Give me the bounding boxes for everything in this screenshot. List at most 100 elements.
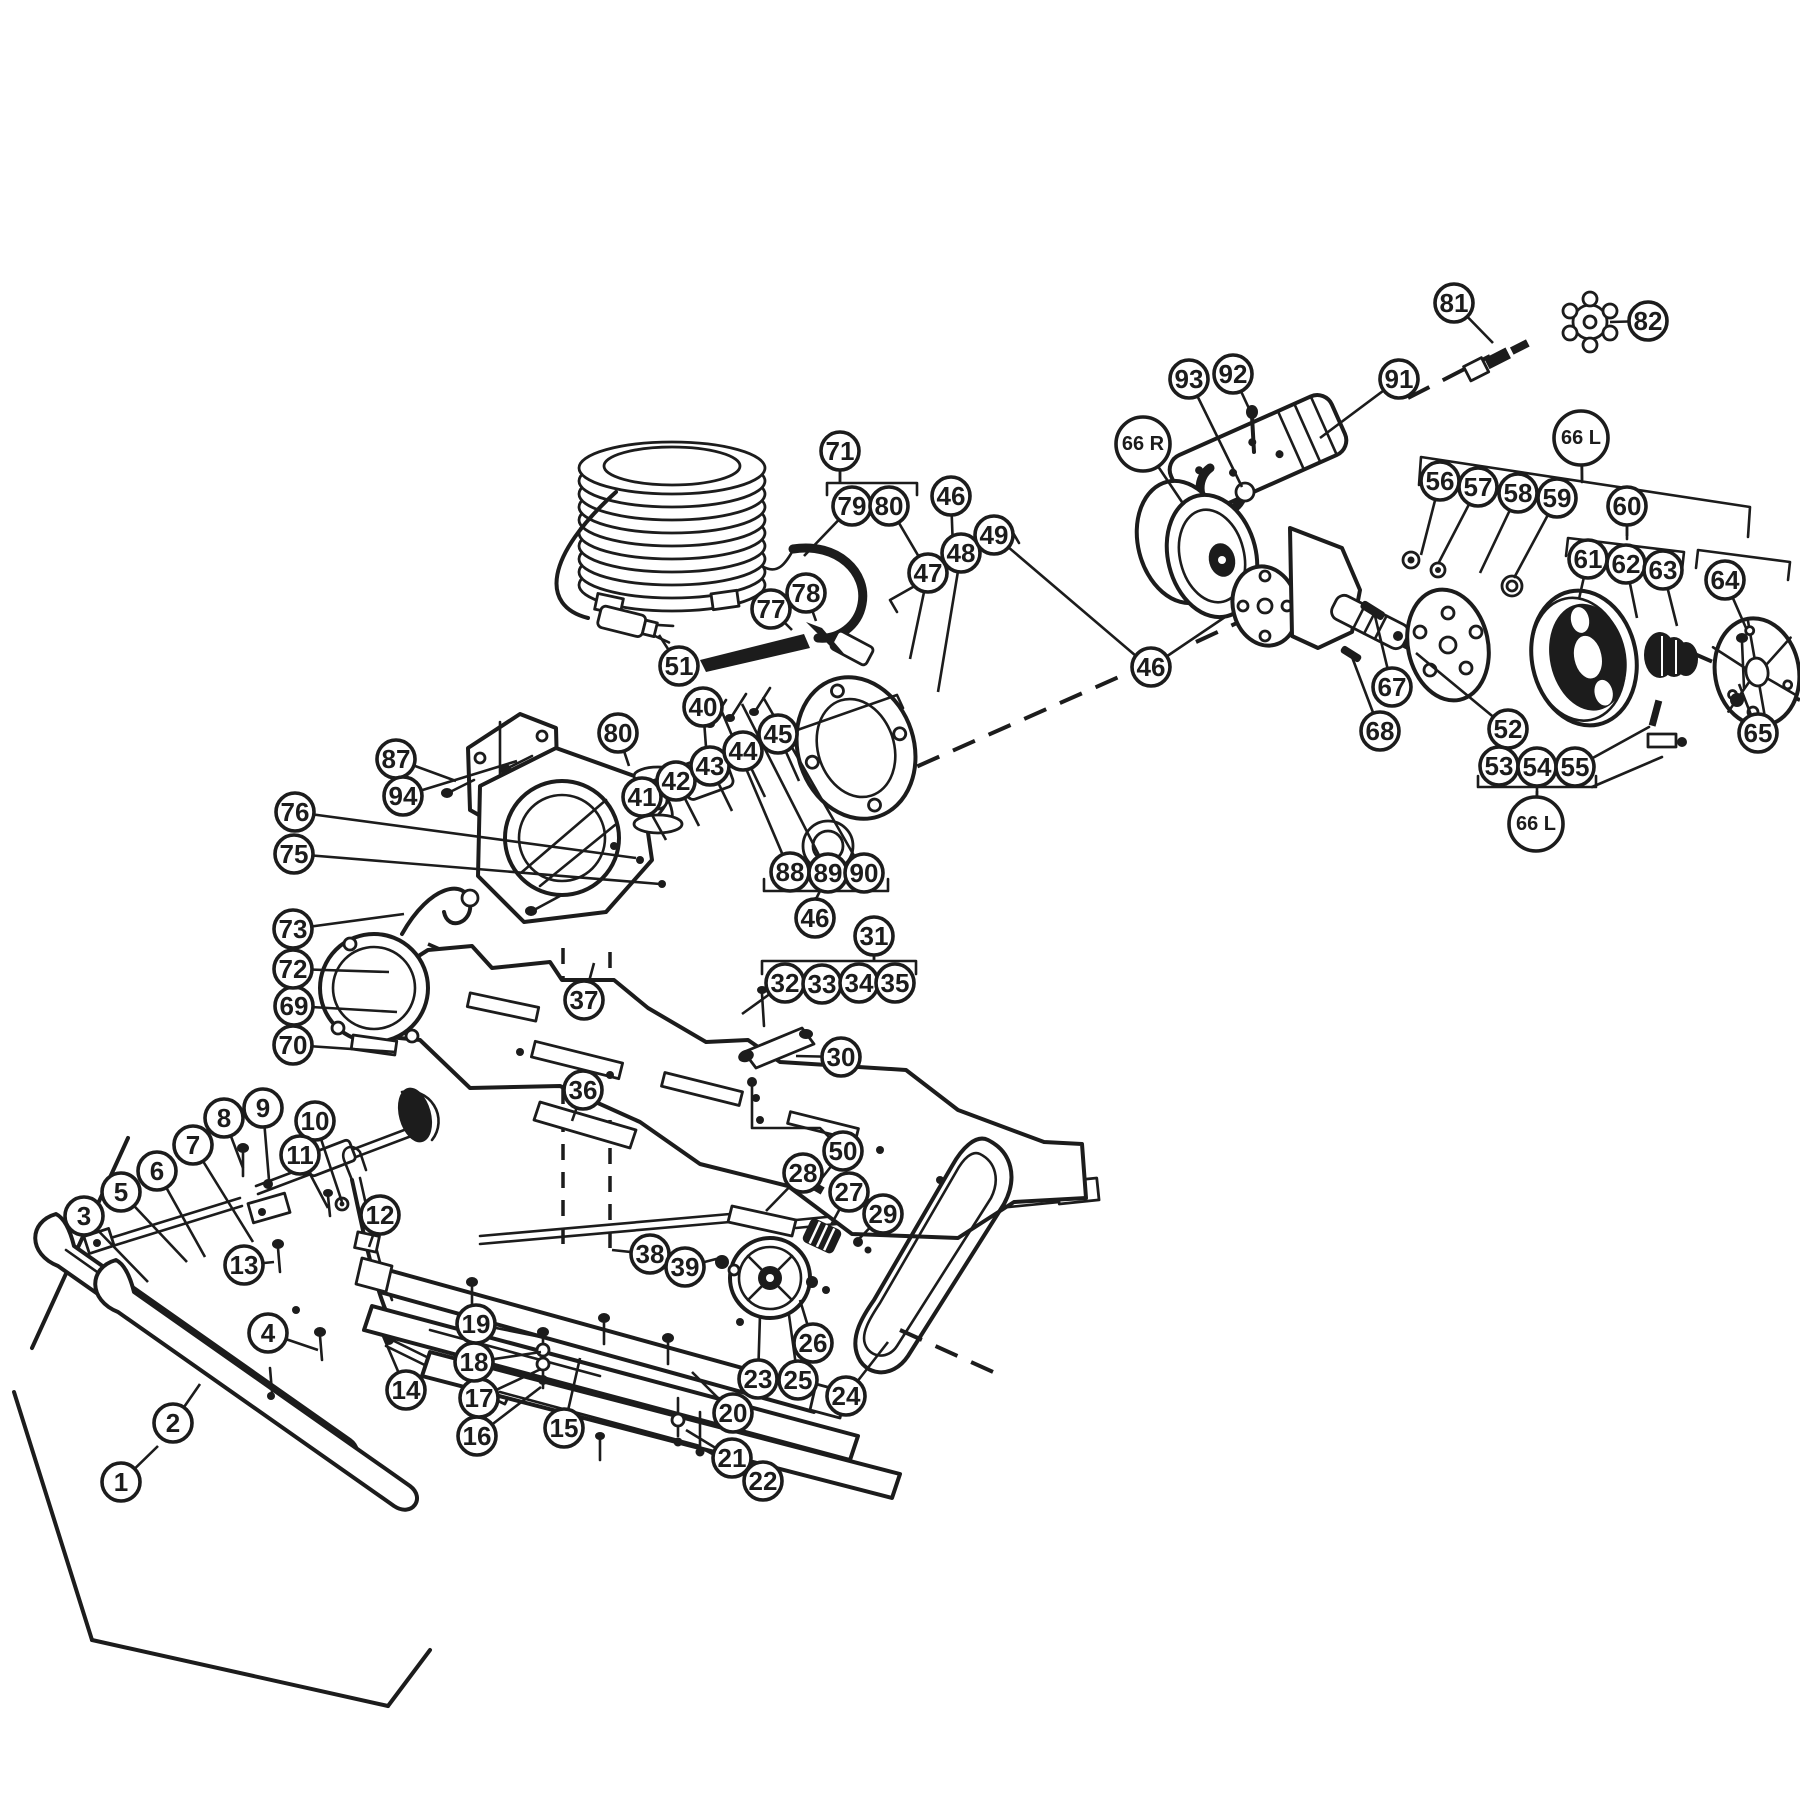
hub-66r [1134, 478, 1432, 665]
callout-93: 93 [1168, 358, 1210, 400]
svg-text:49: 49 [980, 520, 1009, 550]
svg-text:7: 7 [186, 1130, 200, 1160]
callout-53: 53 [1478, 745, 1520, 787]
callout-91: 91 [1378, 358, 1420, 400]
power-cord-coil [554, 440, 794, 644]
callout-82: 82 [1627, 300, 1669, 342]
svg-text:47: 47 [914, 558, 943, 588]
callout-1: 1 [100, 1461, 142, 1503]
svg-text:38: 38 [636, 1239, 665, 1269]
callout-28: 28 [782, 1152, 824, 1194]
svg-text:28: 28 [789, 1158, 818, 1188]
svg-text:37: 37 [570, 985, 599, 1015]
plate-bolts [466, 1277, 705, 1462]
svg-text:12: 12 [366, 1200, 395, 1230]
svg-text:32: 32 [771, 968, 800, 998]
svg-text:82: 82 [1634, 306, 1663, 336]
callout-69: 69 [273, 985, 315, 1027]
svg-text:65: 65 [1744, 718, 1773, 748]
svg-text:56: 56 [1426, 466, 1455, 496]
svg-text:60: 60 [1613, 491, 1642, 521]
callout-58: 58 [1497, 472, 1539, 514]
svg-text:76: 76 [281, 797, 310, 827]
svg-text:45: 45 [764, 719, 793, 749]
drive-belt [853, 1136, 1014, 1375]
callout-65: 65 [1737, 712, 1779, 754]
callout-12: 12 [359, 1194, 401, 1236]
svg-text:16: 16 [463, 1421, 492, 1451]
callout-44: 44 [722, 730, 764, 772]
svg-text:14: 14 [392, 1375, 421, 1405]
hub-66l-exploded [1401, 550, 1800, 749]
svg-text:10: 10 [301, 1106, 330, 1136]
callout-63: 63 [1642, 549, 1684, 591]
callout-57: 57 [1457, 466, 1499, 508]
svg-text:66 L: 66 L [1561, 427, 1601, 449]
svg-text:18: 18 [460, 1347, 489, 1377]
callout-66l: 66 L [1552, 409, 1610, 467]
callout-61: 61 [1567, 538, 1609, 580]
svg-text:20: 20 [719, 1398, 748, 1428]
svg-text:62: 62 [1612, 549, 1641, 579]
callout-31: 31 [853, 915, 895, 957]
callout-76-leader [294, 810, 637, 860]
axle-key-parts [1646, 633, 1760, 749]
svg-text:4: 4 [261, 1318, 276, 1348]
svg-text:3: 3 [77, 1201, 91, 1231]
callout-51: 51 [658, 645, 700, 687]
callout-48: 48 [940, 532, 982, 574]
callout-50: 50 [822, 1130, 864, 1172]
gear-cover [794, 675, 918, 821]
callout-49-leader [993, 534, 1137, 657]
svg-text:31: 31 [860, 921, 889, 951]
callout-75: 75 [273, 833, 315, 875]
svg-text:87: 87 [382, 744, 411, 774]
callout-45: 45 [757, 713, 799, 755]
svg-text:46: 46 [1137, 652, 1166, 682]
svg-text:29: 29 [869, 1199, 898, 1229]
svg-text:27: 27 [835, 1177, 864, 1207]
svg-text:19: 19 [462, 1309, 491, 1339]
svg-text:71: 71 [826, 436, 855, 466]
callout-89-leader [740, 703, 830, 874]
svg-text:80: 80 [604, 718, 633, 748]
callout-40: 40 [682, 686, 724, 728]
callout-24: 24 [825, 1375, 867, 1417]
callout-52: 52 [1487, 708, 1529, 750]
callout-70: 70 [272, 1024, 314, 1066]
svg-text:41: 41 [628, 782, 657, 812]
callout-80: 80 [868, 485, 910, 527]
callout-55: 55 [1554, 746, 1596, 788]
callout-29: 29 [862, 1193, 904, 1235]
cord-front [554, 490, 618, 620]
svg-text:81: 81 [1440, 288, 1469, 318]
svg-text:1: 1 [114, 1467, 128, 1497]
callout-92: 92 [1212, 353, 1254, 395]
svg-text:23: 23 [744, 1364, 773, 1394]
svg-text:46: 46 [937, 481, 966, 511]
svg-text:66 R: 66 R [1122, 433, 1165, 455]
svg-text:17: 17 [465, 1383, 494, 1413]
callout-75-leader [293, 852, 661, 886]
svg-text:57: 57 [1464, 472, 1493, 502]
svg-text:51: 51 [665, 651, 694, 681]
callout-25: 25 [777, 1359, 819, 1401]
callout-27: 27 [828, 1171, 870, 1213]
svg-text:2: 2 [166, 1408, 180, 1438]
callout-79: 79 [831, 485, 873, 527]
callout-11: 11 [279, 1134, 321, 1176]
svg-text:43: 43 [696, 751, 725, 781]
svg-text:91: 91 [1385, 364, 1414, 394]
svg-text:48: 48 [947, 538, 976, 568]
callout-20: 20 [712, 1392, 754, 1434]
svg-text:36: 36 [569, 1075, 598, 1105]
callout-34: 34 [838, 962, 880, 1004]
motor [318, 886, 480, 1057]
callout-39: 39 [664, 1246, 706, 1288]
svg-text:90: 90 [850, 858, 879, 888]
hub-spacer [1644, 632, 1698, 678]
callout-36: 36 [562, 1069, 604, 1111]
svg-text:67: 67 [1378, 672, 1407, 702]
